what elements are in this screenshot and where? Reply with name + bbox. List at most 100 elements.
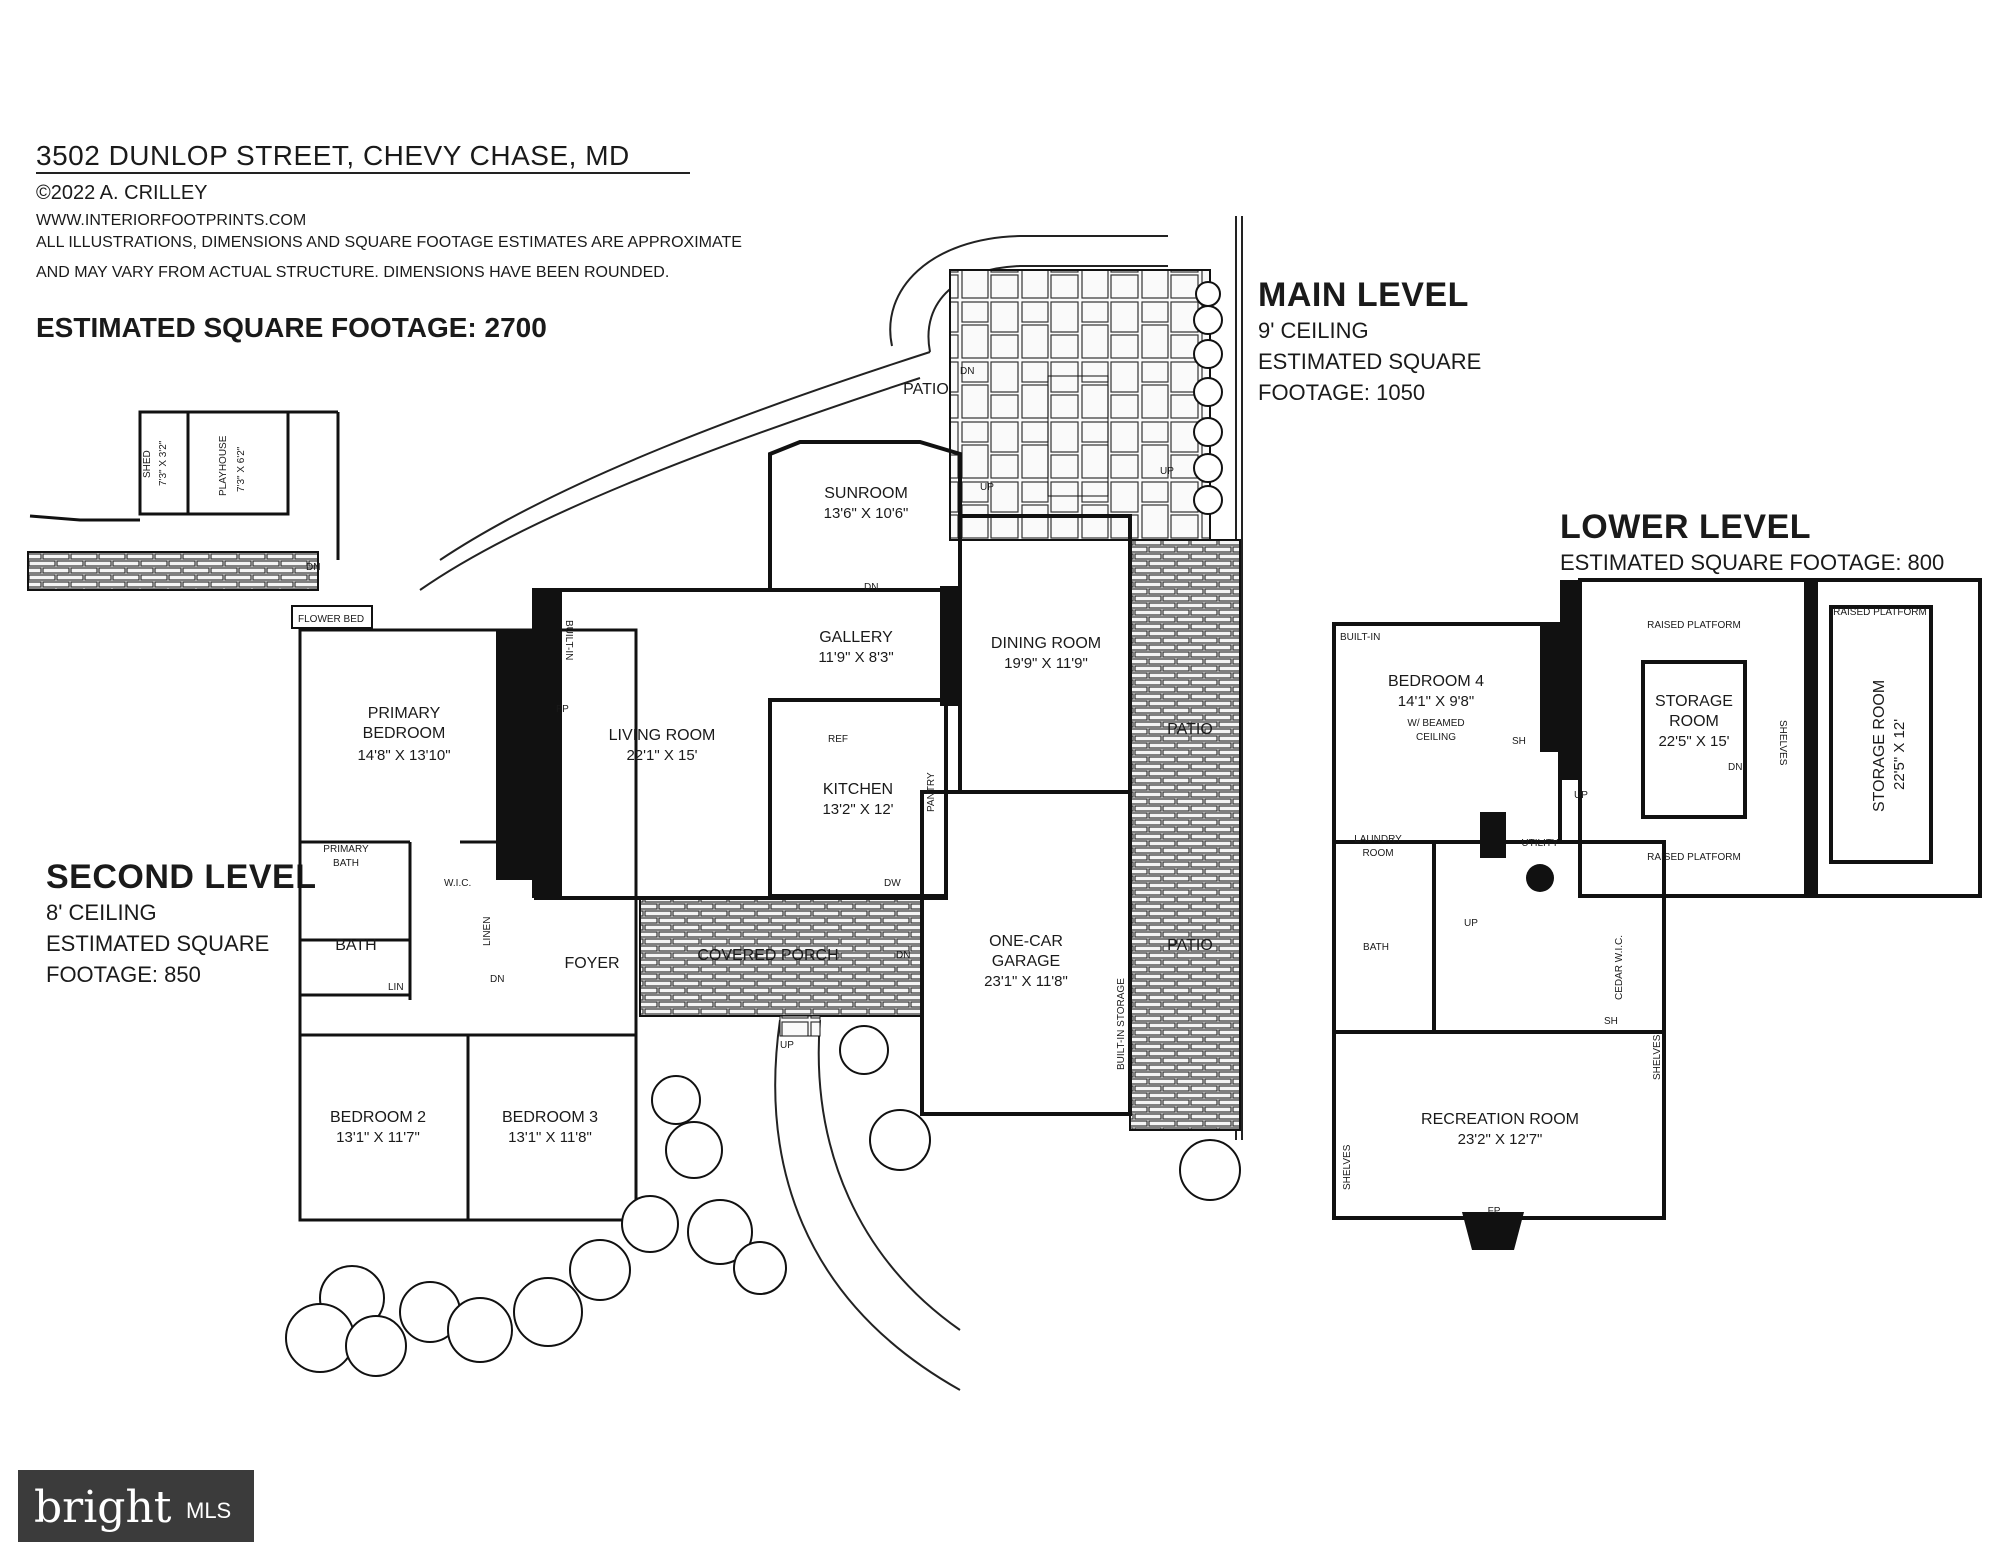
storage-room-2-label: STORAGE ROOM: [1871, 680, 1888, 812]
address-heading: 3502 DUNLOP STREET, CHEVY CHASE, MD: [36, 140, 630, 171]
sunroom-dim: 13'6" X 10'6": [824, 505, 909, 522]
lower-up-label: UP: [1574, 790, 1588, 801]
main-level-legend: MAIN LEVEL 9' CEILING ESTIMATED SQUARE F…: [1258, 276, 1481, 408]
garage-label-1: ONE-CAR: [989, 933, 1063, 950]
pantry-label: PANTRY: [926, 772, 937, 812]
patio-top-label: PATIO: [903, 381, 949, 398]
dining-room-dim: 19'9" X 11'9": [1004, 655, 1088, 672]
kitchen-label: KITCHEN: [823, 781, 893, 798]
landscape-shrubs: [285, 281, 1241, 1377]
sunroom-label: SUNROOM: [824, 485, 908, 502]
second-level-sqft-2: FOOTAGE: 850: [46, 962, 201, 987]
sunroom-up-label: UP: [980, 482, 994, 493]
lower-stair-up-label: UP: [1464, 918, 1478, 929]
lower-level-sqft: ESTIMATED SQUARE FOOTAGE: 800: [1560, 550, 1945, 575]
website-text: WWW.INTERIORFOOTPRINTS.COM: [36, 212, 307, 229]
bedroom-3-dim: 13'1" X 11'8": [508, 1129, 592, 1146]
rec-shelves-label: SHELVES: [1342, 1144, 1353, 1190]
utility-tank: [1480, 812, 1506, 858]
storage-room-1-label-1: STORAGE: [1655, 693, 1733, 710]
disclaimer-line-1: ALL ILLUSTRATIONS, DIMENSIONS AND SQUARE…: [36, 234, 742, 251]
disclaimer-line-2: AND MAY VARY FROM ACTUAL STRUCTURE. DIME…: [36, 264, 670, 281]
second-level-walls: [298, 628, 638, 1222]
cedar-wic-label: CEDAR W.I.C.: [1614, 935, 1625, 1000]
kitchen-dim: 13'2" X 12': [822, 801, 893, 818]
garage-label-2: GARAGE: [992, 953, 1060, 970]
primary-bath-label-2: BATH: [333, 858, 359, 869]
patio-steps: [1047, 375, 1109, 497]
patio-mid-label: PATIO: [1167, 721, 1213, 738]
ref-label: REF: [828, 734, 848, 745]
living-room-dim: 22'1" X 15': [626, 747, 697, 764]
patio-dn-label: DN: [960, 366, 974, 377]
storage-shelves-label: SHELVES: [1777, 720, 1788, 766]
porch-dn-label: DN: [896, 950, 910, 961]
porch-up-label: UP: [780, 1040, 794, 1051]
stair-dn-label: DN: [490, 974, 504, 985]
patio-side-area: [1129, 539, 1241, 1131]
bedroom-4-label: BEDROOM 4: [1388, 673, 1484, 690]
copyright-text: ©2022 A. CRILLEY: [36, 182, 208, 204]
sunroom-dn-label: DN: [864, 582, 878, 593]
brand-logo-text: bright: [34, 1482, 172, 1533]
second-level-legend: SECOND LEVEL 8' CEILING ESTIMATED SQUARE…: [46, 858, 316, 990]
lower-level-legend: LOWER LEVEL ESTIMATED SQUARE FOOTAGE: 80…: [1560, 508, 1944, 578]
lower-level-wall-mass: [1540, 624, 1562, 752]
foyer-label: FOYER: [564, 955, 619, 972]
main-level-walls: [534, 440, 1132, 1116]
bedroom-4-dim: 14'1" X 9'8": [1398, 693, 1474, 710]
dining-room-label: DINING ROOM: [991, 635, 1101, 652]
lower-bath-label: BATH: [1363, 942, 1389, 953]
lower-built-in-label: BUILT-IN: [1340, 632, 1380, 643]
storage-dn-label: DN: [1728, 762, 1742, 773]
lower-level-title: LOWER LEVEL: [1560, 508, 1812, 546]
rec-room-fireplace: [1462, 1212, 1524, 1250]
lower-level-wall-mass-2: [1560, 580, 1582, 780]
gallery-dim: 11'9" X 8'3": [818, 649, 893, 666]
storage-room-1-label-2: ROOM: [1669, 713, 1719, 730]
laundry-label-2: ROOM: [1362, 848, 1393, 859]
main-level-wall-mass: [940, 586, 960, 706]
main-level-sqft-2: FOOTAGE: 1050: [1258, 380, 1426, 405]
bedroom-4-note-1: W/ BEAMED: [1407, 718, 1464, 729]
recreation-room-dim: 23'2" X 12'7": [1458, 1131, 1543, 1148]
storage-room-2-dim: 22'5" X 12': [1891, 719, 1908, 790]
utility-heater: [1526, 864, 1554, 892]
gallery-label: GALLERY: [819, 629, 893, 646]
second-level-title: SECOND LEVEL: [46, 858, 317, 896]
primary-bedroom-label-1: PRIMARY: [368, 705, 441, 722]
lin-label: LIN: [388, 982, 404, 993]
wic-label: W.I.C.: [444, 878, 471, 889]
covered-porch-label: COVERED PORCH: [697, 947, 838, 964]
outbuildings: [29, 410, 340, 560]
primary-bedroom-label-2: BEDROOM: [363, 725, 446, 742]
flower-bed: [291, 605, 373, 629]
brand-logo-suffix: MLS: [186, 1498, 232, 1523]
covered-porch-area: [639, 897, 923, 1017]
living-room-label: LIVING ROOM: [609, 727, 716, 744]
flower-bed-label: FLOWER BED: [298, 614, 364, 625]
dw-label: DW: [884, 878, 901, 889]
garden-wall: [27, 551, 319, 591]
storage-room-1-dim: 22'5" X 15': [1658, 733, 1729, 750]
raised-platform-label-2: RAISED PLATFORM: [1833, 607, 1927, 618]
second-level-ceiling: 8' CEILING: [46, 900, 157, 925]
second-level-chimney: [496, 630, 534, 880]
wall-dn-label: DN: [306, 562, 320, 573]
garage-dim: 23'1" X 11'8": [984, 973, 1068, 990]
rec-fireplace-label: FP: [1488, 1206, 1501, 1217]
brand-logo: bright MLS: [18, 1470, 254, 1542]
shed-dim: 7'3" X 3'2": [158, 440, 169, 486]
main-level-sqft-1: ESTIMATED SQUARE: [1258, 349, 1482, 374]
lower-sh-label-2: SH: [1512, 736, 1526, 747]
second-level-sqft-1: ESTIMATED SQUARE: [46, 931, 270, 956]
raised-platform-label-1: RAISED PLATFORM: [1647, 620, 1741, 631]
header-rule: [36, 172, 690, 174]
recreation-room-label: RECREATION ROOM: [1421, 1111, 1579, 1128]
lower-sh-label: SH: [1604, 1016, 1618, 1027]
laundry-label-1: LAUNDRY: [1354, 834, 1402, 845]
fireplace-label: FP: [556, 704, 569, 715]
linen-label: LINEN: [482, 917, 493, 946]
built-in-label: BUILT-IN: [563, 620, 574, 660]
